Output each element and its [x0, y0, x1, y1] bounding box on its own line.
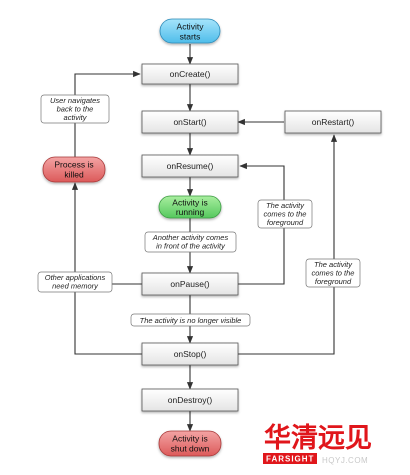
node-activity-running: Activity is running: [158, 195, 222, 219]
node-onstart-label: onStart(): [173, 117, 206, 127]
edge-onstop-to-killed: [74, 284, 142, 355]
note-user-navigates-back-line1: User navigates: [50, 96, 100, 105]
note-comes-to-foreground-2-line3: foreground: [315, 277, 352, 286]
note-comes-to-foreground-2: The activity comes to the foreground: [305, 258, 361, 288]
node-activity-running-line2: running: [176, 207, 205, 217]
note-user-navigates-back-line2: back to the: [57, 105, 94, 114]
note-user-navigates-back-line3: activity: [64, 113, 88, 122]
node-ondestroy: onDestroy(): [141, 388, 239, 412]
node-activity-starts: Activity starts: [159, 18, 221, 44]
note-comes-to-foreground-1-line3: foreground: [267, 218, 304, 227]
note-comes-to-foreground-2-line2: comes to the: [312, 269, 355, 278]
note-another-activity-front: Another activity comes in front of the a…: [144, 231, 237, 253]
edge-onpause-to-killed: [71, 182, 142, 285]
note-no-longer-visible: The activity is no longer visible: [130, 313, 251, 327]
watermark-logo-text: 华清远见: [264, 422, 372, 453]
watermark-logo-sub: FARSIGHT: [266, 455, 314, 464]
note-comes-to-foreground-2-line1: The activity: [314, 260, 353, 269]
note-comes-to-foreground-1-line2: comes to the: [264, 210, 307, 219]
node-activity-shut-down: Activity is shut down: [158, 430, 222, 457]
edge-killed-to-oncreate: [74, 70, 141, 157]
note-other-apps-need-memory: Other applications need memory: [37, 271, 113, 293]
node-onpause-label: onPause(): [170, 279, 209, 289]
watermark-url: HQYJ.COM: [322, 456, 368, 465]
note-other-apps-need-memory-line1: Other applications: [45, 273, 106, 282]
note-another-activity-front-line2: in front of the activity: [156, 242, 226, 251]
node-activity-shut-down-line2: shut down: [171, 444, 210, 454]
node-activity-starts-line2: starts: [180, 32, 201, 42]
node-onrestart-label: onRestart(): [312, 117, 355, 127]
node-oncreate-label: onCreate(): [170, 69, 211, 79]
watermark-logo: 华清远见 FARSIGHT HQYJ.COM: [263, 422, 372, 465]
node-process-killed-line1: Process is: [54, 160, 93, 170]
node-onpause: onPause(): [141, 272, 239, 296]
node-oncreate: onCreate(): [141, 63, 239, 85]
node-onrestart: onRestart(): [284, 110, 382, 134]
node-onstop-label: onStop(): [174, 349, 207, 359]
note-no-longer-visible-label: The activity is no longer visible: [140, 316, 242, 325]
node-ondestroy-label: onDestroy(): [168, 395, 213, 405]
node-onresume: onResume(): [141, 154, 239, 178]
note-other-apps-need-memory-line2: need memory: [52, 282, 99, 291]
node-activity-running-line1: Activity is: [172, 198, 207, 208]
node-onstart: onStart(): [141, 110, 239, 134]
edge-onstop-to-onrestart: [238, 134, 338, 355]
node-onstop: onStop(): [141, 342, 239, 366]
node-activity-shut-down-line1: Activity is: [172, 434, 207, 444]
node-activity-starts-line1: Activity: [177, 22, 205, 32]
note-user-navigates-back: User navigates back to the activity: [40, 94, 110, 124]
note-comes-to-foreground-1-line1: The activity: [266, 201, 305, 210]
note-comes-to-foreground-1: The activity comes to the foreground: [257, 199, 313, 229]
node-process-killed: Process is killed: [42, 156, 106, 183]
node-onresume-label: onResume(): [167, 161, 214, 171]
note-another-activity-front-line1: Another activity comes: [152, 233, 229, 242]
node-process-killed-line2: killed: [64, 170, 84, 180]
